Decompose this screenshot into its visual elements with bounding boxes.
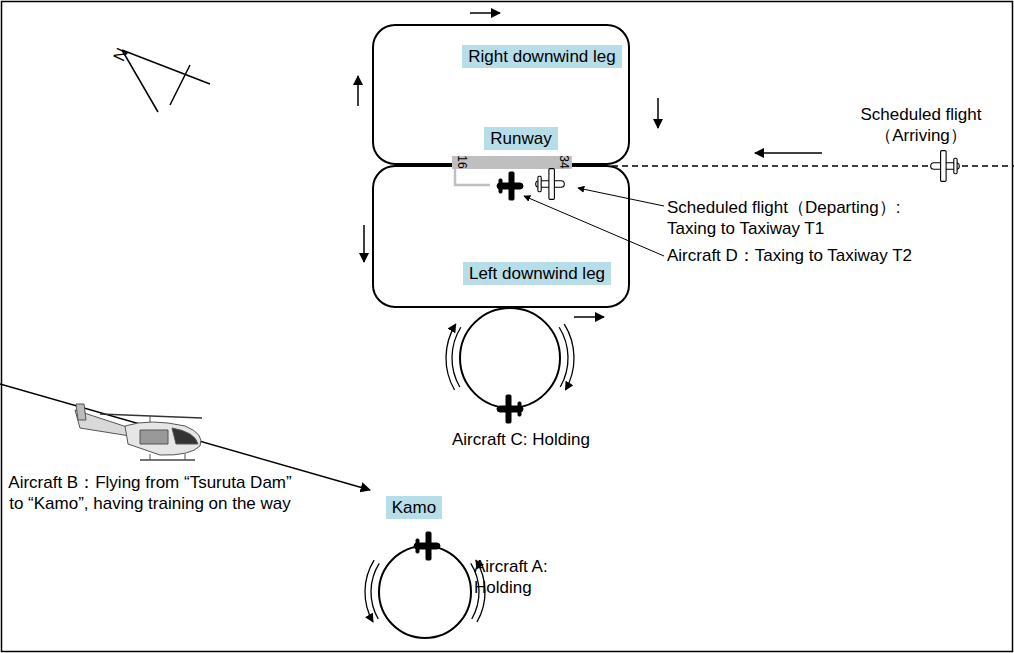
runway-number: 16 xyxy=(455,155,469,168)
aircraft-label: Aircraft C: Holding xyxy=(452,429,590,450)
pattern-label-box: Left downwind leg xyxy=(463,262,611,285)
node-text: Kamo xyxy=(392,498,436,517)
aircraft-label: Aircraft A: Holding xyxy=(474,556,566,598)
waypoint-box: Kamo xyxy=(386,496,442,519)
holding-direction xyxy=(446,324,456,390)
pattern-label-box: Right downwind leg xyxy=(462,45,621,68)
holding-direction xyxy=(559,327,568,387)
aircraft-label: Aircraft B：Flying from “Tsuruta Dam” to … xyxy=(4,472,296,514)
aircraft-label: Aircraft D：Taxing to Taxiway T2 xyxy=(667,245,912,266)
helicopter xyxy=(75,404,202,460)
aircraft-icon xyxy=(497,172,523,200)
node-text: Left downwind leg xyxy=(469,264,605,283)
pattern-label-box: Runway xyxy=(484,127,557,150)
taxiway xyxy=(455,169,490,185)
holding-direction xyxy=(365,560,374,622)
aircraft-icon xyxy=(931,151,960,182)
north-arrow xyxy=(122,50,210,112)
aircraft-icon xyxy=(536,169,565,200)
holding-direction xyxy=(564,324,574,390)
left-pattern xyxy=(373,166,629,307)
holding-direction xyxy=(452,327,461,387)
direction-arrows xyxy=(358,13,822,317)
flight-label: Scheduled flight（Departing）: Taxing to T… xyxy=(667,197,937,239)
holding-circle xyxy=(460,308,560,408)
node-text: Right downwind leg xyxy=(468,47,615,66)
runway-number: 34 xyxy=(557,155,571,168)
north-label: N xyxy=(108,44,132,64)
holding-circle xyxy=(379,546,471,638)
holding-direction xyxy=(371,563,379,619)
flight-label: Scheduled flight （Arriving） xyxy=(836,104,1006,146)
right-pattern xyxy=(373,25,629,164)
leader-lines xyxy=(524,188,664,256)
node-text: Runway xyxy=(490,129,551,148)
runway-strip xyxy=(452,156,572,169)
